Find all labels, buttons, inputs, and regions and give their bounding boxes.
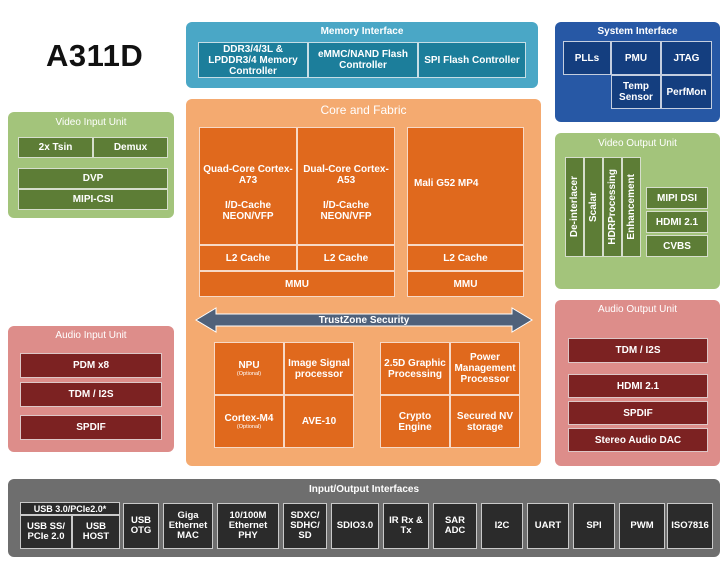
trustzone-label: TrustZone Security: [318, 315, 410, 326]
sdio-block: SDIO3.0: [331, 503, 379, 549]
temp-sensor-block: Temp Sensor: [611, 75, 661, 109]
pdm-block: PDM x8: [20, 353, 162, 378]
giga-ethernet-mac-block: Giga Ethernet MAC: [163, 503, 213, 549]
scalar-label: Scalar: [588, 191, 599, 223]
cortex-a73-name: Quad-Core Cortex-A73: [203, 164, 293, 186]
ddr-controller-block: DDR3/4/3L & LPDDR3/4 Memory Controller: [198, 42, 308, 78]
spi-io-block: SPI: [573, 503, 615, 549]
trustzone-arrow-icon: [195, 307, 533, 333]
spdif-output-block: SPDIF: [568, 401, 708, 425]
graphic-processing-block: 2.5D Graphic Processing: [380, 342, 450, 395]
npu-optional-label: (Optional): [236, 370, 262, 377]
hdr-processing-label: HDRProcessing: [607, 169, 618, 245]
cortex-a73-features: I/D-Cache NEON/VFP: [222, 200, 274, 222]
cvbs-block: CVBS: [646, 235, 708, 257]
uart-block: UART: [527, 503, 569, 549]
spdif-input-block: SPDIF: [20, 415, 162, 440]
crypto-engine-block: Crypto Engine: [380, 395, 450, 448]
mipi-dsi-block: MIPI DSI: [646, 187, 708, 209]
npu-block: NPU (Optional): [214, 342, 284, 395]
cortex-a53-features: I/D-Cache NEON/VFP: [320, 200, 372, 222]
pwm-block: PWM: [619, 503, 665, 549]
deinterlacer-block: De-interlacer: [565, 157, 584, 257]
video-input-title: Video Input Unit: [55, 117, 127, 128]
pmu-block: PMU: [611, 41, 661, 75]
enhancement-label: Enhancement: [626, 174, 637, 240]
system-interface-title: System Interface: [597, 26, 678, 37]
gpu-name: Mali G52 MP4: [414, 178, 479, 189]
secured-nv-storage-block: Secured NV storage: [450, 395, 520, 448]
deinterlacer-label: De-interlacer: [569, 176, 580, 238]
tdm-i2s-input-block: TDM / I2S: [20, 382, 162, 407]
stereo-audio-dac-block: Stereo Audio DAC: [568, 428, 708, 452]
audio-output-panel: Audio Output Unit TDM / I2S HDMI 2.1 SPD…: [555, 300, 720, 466]
gpu-l2-cache-block: L2 Cache: [407, 245, 524, 271]
cortex-m4-block: Cortex-M4 (Optional): [214, 395, 284, 448]
emmc-nand-controller-block: eMMC/NAND Flash Controller: [308, 42, 418, 78]
jtag-block: JTAG: [661, 41, 712, 75]
cortex-m4-label: Cortex-M4: [224, 412, 274, 424]
npu-label: NPU: [238, 359, 260, 371]
video-output-title: Video Output Unit: [598, 138, 677, 149]
memory-interface-panel: Memory Interface DDR3/4/3L & LPDDR3/4 Me…: [186, 22, 538, 88]
sdxc-sdhc-sd-block: SDXC/ SDHC/ SD: [283, 503, 327, 549]
enhancement-block: Enhancement: [622, 157, 641, 257]
io-interfaces-title: Input/Output Interfaces: [309, 484, 419, 495]
cortex-a53-name: Dual-Core Cortex-A53: [303, 164, 389, 186]
cortex-m4-optional-label: (Optional): [236, 423, 262, 430]
core-fabric-panel: Core and Fabric Quad-Core Cortex-A73 I/D…: [186, 99, 541, 466]
audio-input-panel: Audio Input Unit PDM x8 TDM / I2S SPDIF: [8, 326, 174, 452]
usb3-pcie-group-label: USB 3.0/PCIe2.0*: [20, 502, 120, 515]
isp-block: Image Signal processor: [284, 342, 354, 395]
chip-name: A311D: [46, 38, 144, 73]
a53-l2-cache-block: L2 Cache: [297, 245, 395, 271]
ave10-block: AVE-10: [284, 395, 354, 448]
mipi-csi-block: MIPI-CSI: [18, 189, 168, 210]
hdr-processing-block: HDRProcessing: [603, 157, 622, 257]
usb-ss-pcie-block: USB SS/ PCIe 2.0: [20, 515, 72, 549]
dvp-block: DVP: [18, 168, 168, 189]
ethernet-phy-block: 10/100M Ethernet PHY: [217, 503, 279, 549]
i2c-block: I2C: [481, 503, 523, 549]
system-interface-panel: System Interface PLLs PMU JTAG Temp Sens…: [555, 22, 720, 122]
cortex-a73-block: Quad-Core Cortex-A73 I/D-Cache NEON/VFP: [199, 127, 297, 245]
hdmi-audio-output-block: HDMI 2.1: [568, 374, 708, 398]
cortex-a53-block: Dual-Core Cortex-A53 I/D-Cache NEON/VFP: [297, 127, 395, 245]
usb-otg-block: USB OTG: [123, 503, 159, 549]
core-fabric-title: Core and Fabric: [320, 103, 407, 117]
audio-output-title: Audio Output Unit: [598, 304, 677, 315]
demux-block: Demux: [93, 137, 168, 158]
perfmon-block: PerfMon: [661, 75, 712, 109]
video-output-panel: Video Output Unit De-interlacer Scalar H…: [555, 133, 720, 289]
ir-rx-tx-block: IR Rx & Tx: [383, 503, 429, 549]
gpu-mmu-block: MMU: [407, 271, 524, 297]
tdm-i2s-output-block: TDM / I2S: [568, 338, 708, 363]
spi-flash-controller-block: SPI Flash Controller: [418, 42, 526, 78]
plls-block: PLLs: [563, 41, 611, 75]
memory-interface-title: Memory Interface: [320, 26, 404, 37]
iso7816-block: ISO7816: [667, 503, 713, 549]
power-management-processor-block: Power Management Processor: [450, 342, 520, 395]
cpu-mmu-block: MMU: [199, 271, 395, 297]
gpu-block: Mali G52 MP4: [407, 127, 524, 245]
usb-host-block: USB HOST: [72, 515, 120, 549]
tsin-block: 2x Tsin: [18, 137, 93, 158]
scalar-block: Scalar: [584, 157, 603, 257]
hdmi-output-video-block: HDMI 2.1: [646, 211, 708, 233]
sar-adc-block: SAR ADC: [433, 503, 477, 549]
a73-l2-cache-block: L2 Cache: [199, 245, 297, 271]
io-interfaces-panel: Input/Output Interfaces USB 3.0/PCIe2.0*…: [8, 479, 720, 557]
video-input-panel: Video Input Unit 2x Tsin Demux DVP MIPI-…: [8, 112, 174, 218]
audio-input-title: Audio Input Unit: [55, 330, 127, 341]
